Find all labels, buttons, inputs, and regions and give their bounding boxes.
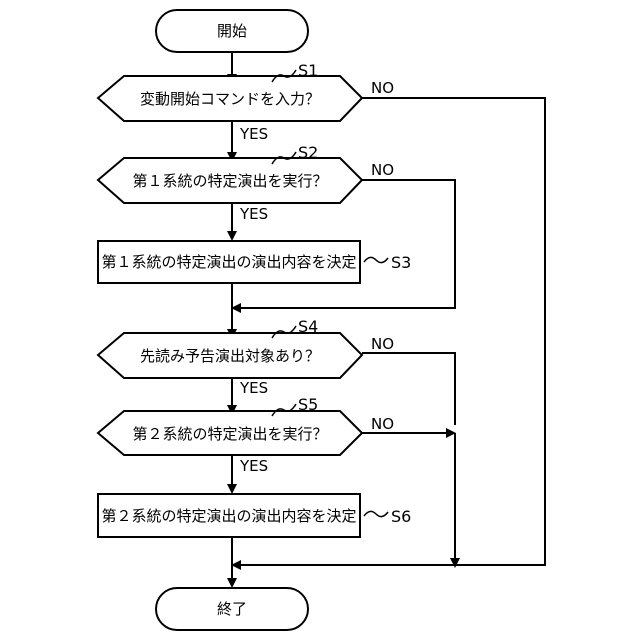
process-s6: 第２系統の特定演出の演出内容を決定 <box>98 494 360 537</box>
decision-s1: 変動開始コマンドを入力？ <box>98 76 362 121</box>
start-label: 開始 <box>217 22 247 40</box>
process-s3: 第１系統の特定演出の演出内容を決定 <box>98 241 360 283</box>
no-label-s1: NO <box>371 79 394 97</box>
step-id-s6: S6 <box>391 507 411 526</box>
step-id-s1: S1 <box>298 61 318 80</box>
yes-label-s1: YES <box>239 125 268 143</box>
step-id-s4: S4 <box>298 317 318 336</box>
yes-label-s2: YES <box>239 205 268 223</box>
decision-s5: 第２系統の特定演出を実行？ <box>98 411 362 455</box>
no-label-s2: NO <box>371 161 394 179</box>
end-terminal: 終了 <box>156 588 308 630</box>
process-s3-text: 第１系統の特定演出の演出内容を決定 <box>101 253 356 271</box>
step-id-s5: S5 <box>298 395 318 414</box>
yes-label-s5: YES <box>239 457 268 475</box>
leader-s3 <box>364 257 388 262</box>
decision-s4-text: 先読み予告演出対象あり？ <box>140 347 320 365</box>
step-ids: S1 S2 S3 S4 S5 S6 <box>298 61 411 526</box>
leader-s6 <box>364 511 388 516</box>
process-s6-text: 第２系統の特定演出の演出内容を決定 <box>101 507 356 525</box>
step-id-s3: S3 <box>391 253 411 272</box>
arrow-s5-no-down <box>450 558 460 568</box>
no-label-s5: NO <box>371 415 394 433</box>
arrow-into-end <box>227 578 237 588</box>
decision-s2-text: 第１系統の特定演出を実行？ <box>132 172 327 190</box>
yes-label-s4: YES <box>239 379 268 397</box>
step-id-s2: S2 <box>298 143 318 162</box>
start-terminal: 開始 <box>156 10 308 52</box>
no-label-s4: NO <box>371 335 394 353</box>
decision-s2: 第１系統の特定演出を実行？ <box>98 158 362 203</box>
end-label: 終了 <box>217 600 247 618</box>
arrow-into-s6 <box>227 484 237 494</box>
arrow-into-s3 <box>227 231 237 241</box>
decision-s4: 先読み予告演出対象あり？ <box>98 333 362 378</box>
decision-s1-text: 変動開始コマンドを入力？ <box>140 90 320 108</box>
decision-s5-text: 第２系統の特定演出を実行？ <box>132 425 327 443</box>
